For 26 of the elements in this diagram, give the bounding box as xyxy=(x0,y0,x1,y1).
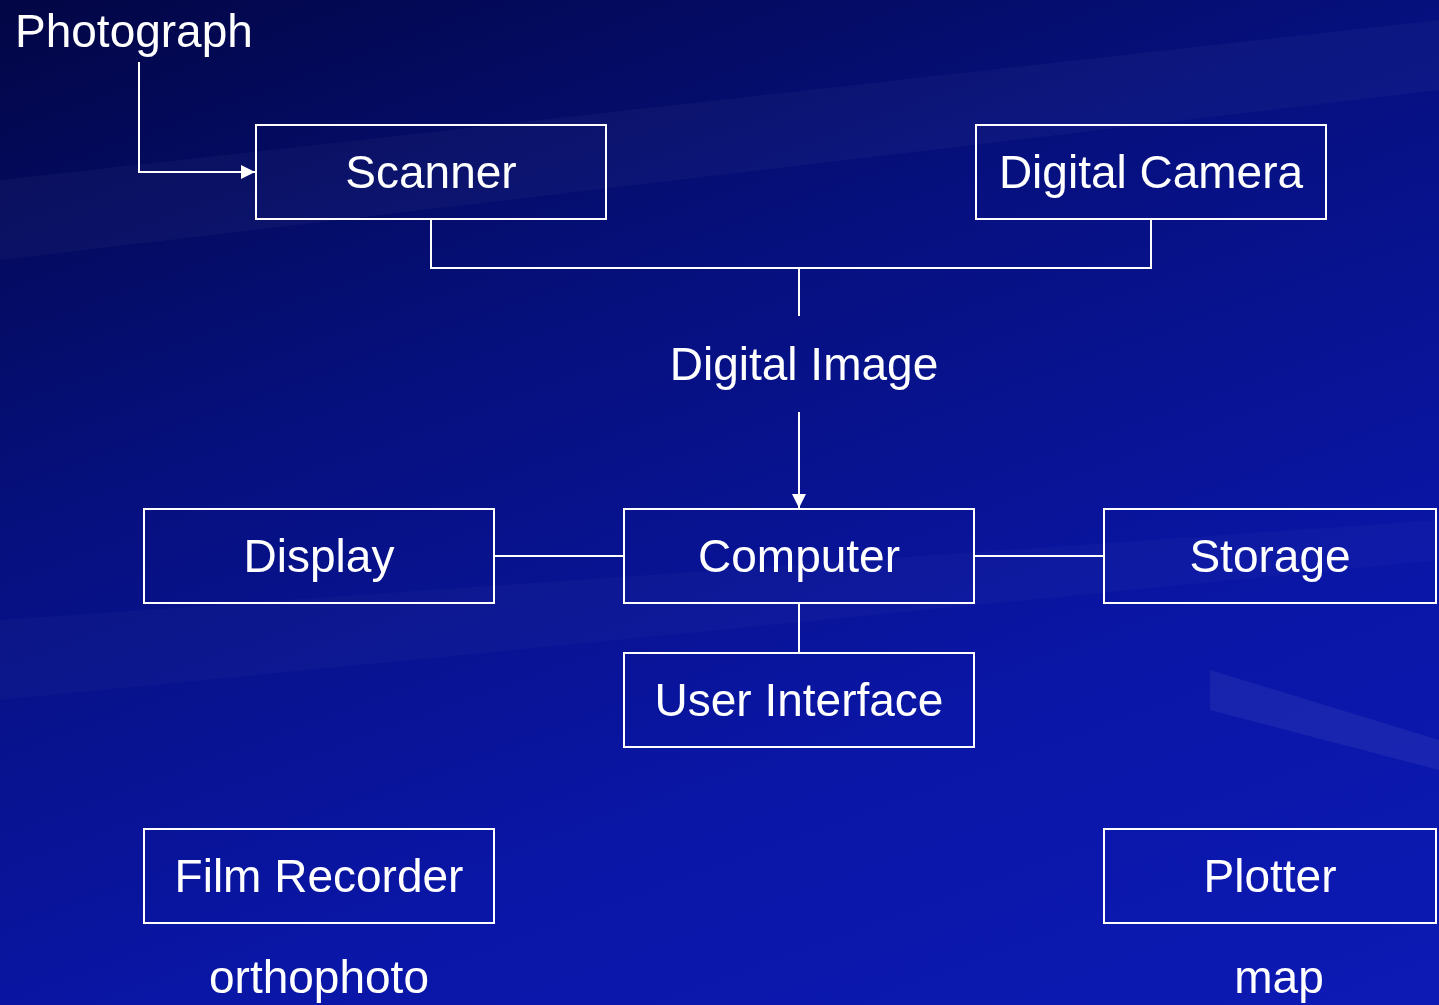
box-label: Film Recorder xyxy=(174,849,464,903)
output-caption: map xyxy=(1234,952,1324,1003)
process-box xyxy=(143,828,495,924)
flow-label: Digital Image xyxy=(659,316,949,412)
connector-line xyxy=(798,219,1152,317)
arrow xyxy=(792,411,806,509)
output-caption: orthophoto xyxy=(209,952,429,1003)
box-label: Plotter xyxy=(1203,849,1337,903)
box-label: Display xyxy=(243,529,395,583)
box-label: Storage xyxy=(1189,529,1351,583)
process-box xyxy=(975,124,1327,220)
connector-line xyxy=(974,555,1104,557)
process-box xyxy=(1103,828,1437,924)
box-label: Computer xyxy=(698,529,900,583)
process-box xyxy=(143,508,495,604)
process-box xyxy=(623,508,975,604)
process-box xyxy=(1103,508,1437,604)
flow-label: Photograph xyxy=(15,0,275,62)
connector-line xyxy=(494,555,624,557)
box-label: Digital Camera xyxy=(998,145,1304,199)
arrow xyxy=(138,61,256,179)
connector-line xyxy=(798,603,800,653)
box-label: User Interface xyxy=(654,673,944,727)
box-label: Scanner xyxy=(345,145,517,199)
process-box xyxy=(623,652,975,748)
process-box xyxy=(255,124,607,220)
